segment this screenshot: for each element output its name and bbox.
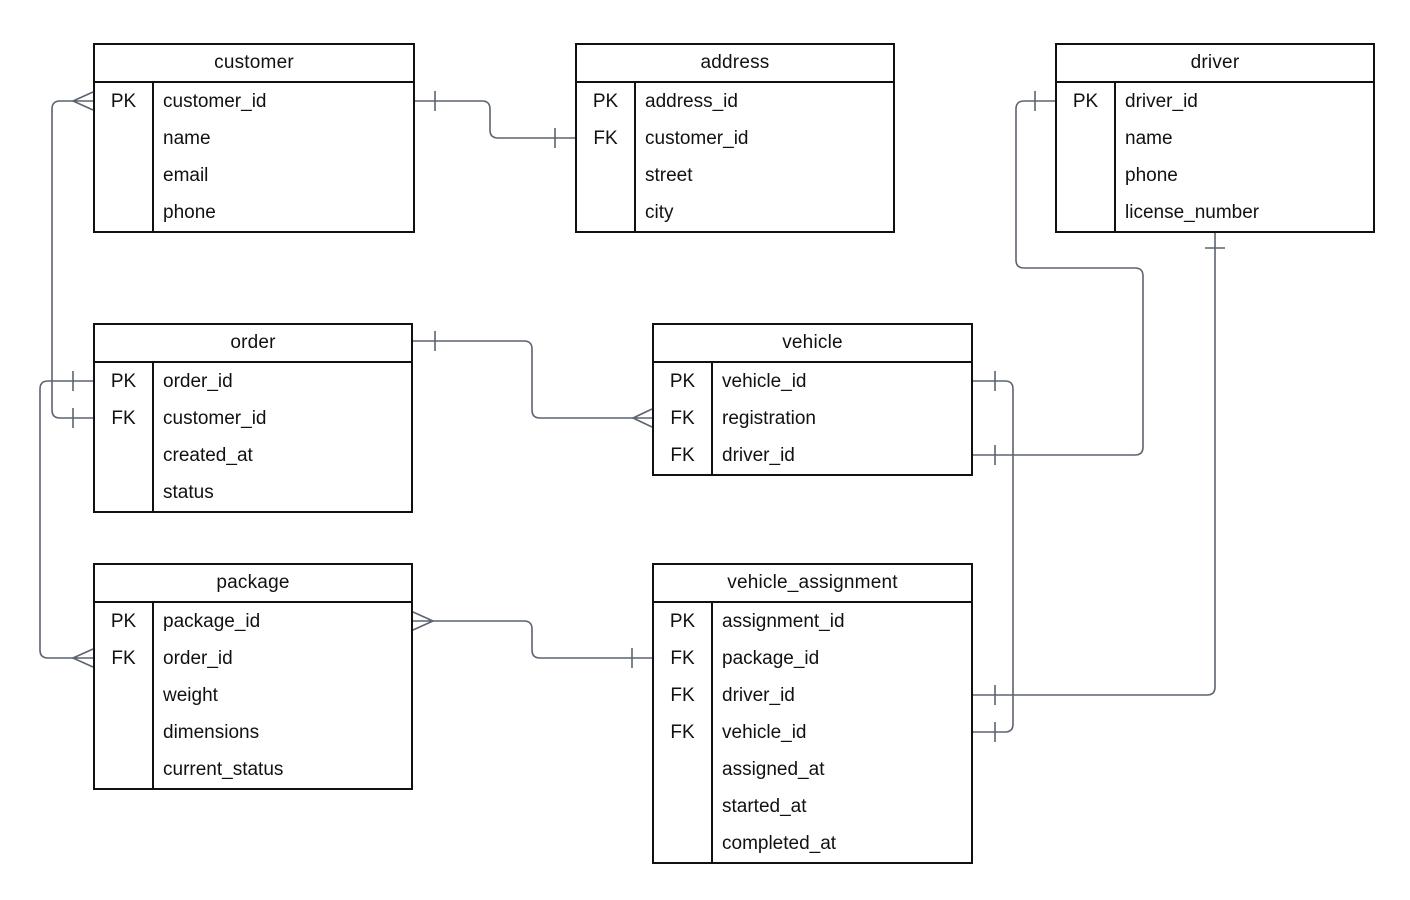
key-badge bbox=[95, 437, 152, 474]
field-name: created_at bbox=[163, 444, 253, 466]
field-name: weight bbox=[163, 684, 218, 706]
field-name: phone bbox=[163, 201, 216, 223]
key-badge bbox=[1057, 194, 1114, 231]
field-name: name bbox=[163, 127, 211, 149]
key-badge bbox=[95, 677, 152, 714]
key-badge bbox=[95, 157, 152, 194]
key-badge: PK bbox=[110, 610, 137, 632]
entity-package[interactable]: package PK FK package_id order_id weight… bbox=[93, 563, 413, 790]
entity-title: package bbox=[95, 565, 411, 603]
field-name: street bbox=[645, 164, 693, 186]
crow-foot-many-icon bbox=[412, 611, 435, 631]
key-badge bbox=[95, 194, 152, 231]
key-badge bbox=[577, 194, 634, 231]
key-badge bbox=[95, 751, 152, 788]
field-name: customer_id bbox=[163, 90, 267, 112]
relationship-customer-order[interactable] bbox=[51, 91, 94, 428]
key-badge bbox=[654, 788, 711, 825]
field-name: current_status bbox=[163, 758, 284, 780]
entity-vehicle-assignment[interactable]: vehicle_assignment PK FK FK FK assignmen… bbox=[652, 563, 973, 864]
relationship-order-vehicle[interactable] bbox=[413, 331, 653, 428]
field-name: vehicle_id bbox=[722, 721, 807, 743]
field-name: order_id bbox=[163, 370, 233, 392]
key-badge bbox=[654, 825, 711, 862]
key-badge: FK bbox=[670, 407, 695, 429]
crow-foot-many-icon bbox=[631, 408, 653, 428]
relationship-order-package[interactable] bbox=[39, 371, 94, 668]
field-name: package_id bbox=[163, 610, 261, 632]
field-name: driver_id bbox=[722, 684, 795, 706]
field-name: name bbox=[1125, 127, 1173, 149]
key-badge: FK bbox=[670, 721, 695, 743]
key-badge: FK bbox=[111, 647, 136, 669]
crow-foot-many-icon bbox=[71, 91, 94, 111]
key-badge bbox=[95, 120, 152, 157]
key-badge: FK bbox=[111, 407, 136, 429]
relationship-customer-address[interactable] bbox=[415, 91, 575, 148]
key-badge bbox=[577, 157, 634, 194]
key-badge bbox=[1057, 157, 1114, 194]
field-name: package_id bbox=[722, 647, 820, 669]
key-badge bbox=[654, 751, 711, 788]
key-badge: PK bbox=[669, 370, 696, 392]
key-badge: PK bbox=[110, 370, 137, 392]
field-name: customer_id bbox=[163, 407, 267, 429]
relationship-vehicle-vehicle-assignment[interactable] bbox=[973, 371, 1014, 742]
entity-title: vehicle bbox=[654, 325, 971, 363]
field-name: address_id bbox=[645, 90, 738, 112]
key-badge: PK bbox=[1072, 90, 1099, 112]
key-badge bbox=[1057, 120, 1114, 157]
field-name: license_number bbox=[1125, 201, 1260, 223]
key-badge: FK bbox=[670, 444, 695, 466]
field-name: status bbox=[163, 481, 214, 503]
field-name: driver_id bbox=[1125, 90, 1198, 112]
entity-title: driver bbox=[1057, 45, 1373, 83]
field-name: phone bbox=[1125, 164, 1178, 186]
field-name: customer_id bbox=[645, 127, 749, 149]
entity-address[interactable]: address PK FK address_id customer_id str… bbox=[575, 43, 895, 233]
entity-title: vehicle_assignment bbox=[654, 565, 971, 603]
entity-vehicle[interactable]: vehicle PK FK FK vehicle_id registration… bbox=[652, 323, 973, 476]
entity-order[interactable]: order PK FK order_id customer_id created… bbox=[93, 323, 413, 513]
entity-title: customer bbox=[95, 45, 413, 83]
field-name: vehicle_id bbox=[722, 370, 807, 392]
field-name: assigned_at bbox=[722, 758, 825, 780]
field-name: started_at bbox=[722, 795, 807, 817]
crow-foot-many-icon bbox=[71, 648, 94, 668]
entity-driver[interactable]: driver PK driver_id name phone license_n… bbox=[1055, 43, 1375, 233]
field-name: completed_at bbox=[722, 832, 837, 854]
field-name: dimensions bbox=[163, 721, 260, 743]
field-name: order_id bbox=[163, 647, 233, 669]
relationship-driver-vehicle-assignment[interactable] bbox=[973, 230, 1225, 705]
field-name: email bbox=[163, 164, 209, 186]
entity-title: order bbox=[95, 325, 411, 363]
field-name: city bbox=[645, 201, 674, 223]
key-badge: FK bbox=[593, 127, 618, 149]
key-badge bbox=[95, 714, 152, 751]
key-badge bbox=[95, 474, 152, 511]
key-badge: PK bbox=[592, 90, 619, 112]
field-name: driver_id bbox=[722, 444, 795, 466]
field-name: registration bbox=[722, 407, 816, 429]
key-badge: PK bbox=[669, 610, 696, 632]
entity-customer[interactable]: customer PK customer_id name email phone bbox=[93, 43, 415, 233]
key-badge: FK bbox=[670, 684, 695, 706]
relationship-driver-vehicle[interactable] bbox=[973, 91, 1144, 465]
relationship-package-vehicle-assignment[interactable] bbox=[412, 611, 652, 668]
field-name: assignment_id bbox=[722, 610, 845, 632]
entity-title: address bbox=[577, 45, 893, 83]
key-badge: PK bbox=[110, 90, 137, 112]
key-badge: FK bbox=[670, 647, 695, 669]
